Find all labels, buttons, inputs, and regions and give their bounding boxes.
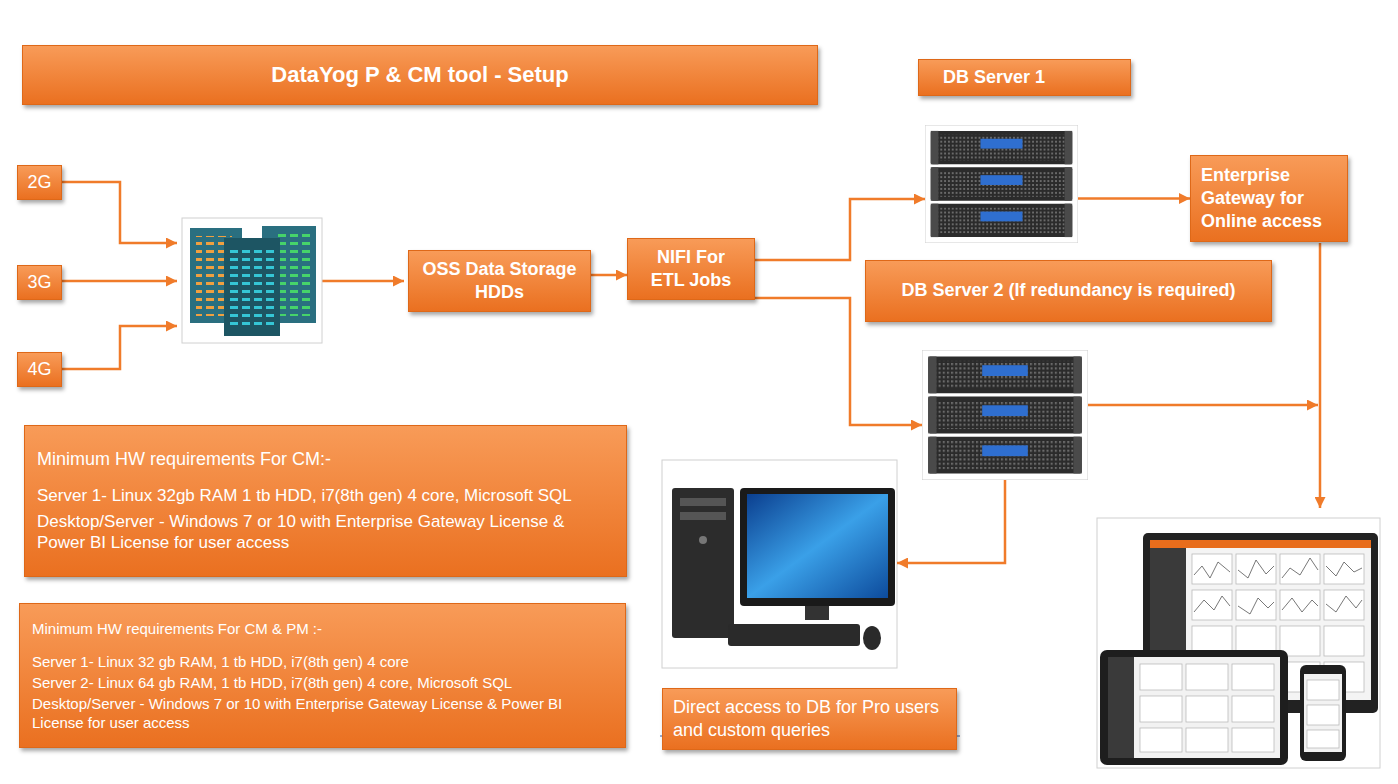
phone-chart <box>1307 705 1339 725</box>
image-frame <box>182 218 322 343</box>
node-text: DB Server 2 (If redundancy is required) <box>880 279 1257 302</box>
node-text: 2G <box>22 171 57 194</box>
db-server-node: DB Server 1 <box>925 125 1078 243</box>
cabinet-leds <box>276 234 312 316</box>
server-cluster <box>182 218 322 343</box>
network-tag: 4G <box>17 352 62 387</box>
flow-connector <box>897 480 1005 563</box>
node-text: Direct access to DB for Pro users and cu… <box>673 696 946 742</box>
gateway-box: Enterprise Gateway for Online access <box>1190 155 1348 242</box>
node-text: Server 1- Linux 32 gb RAM, 1 tb HDD, i7(… <box>32 652 613 671</box>
feed-line <box>62 182 177 243</box>
tower <box>672 488 734 638</box>
flow-connector <box>755 199 925 260</box>
phone <box>1300 665 1346 761</box>
dashboard-devices <box>1097 518 1380 768</box>
requirements-box: Minimum HW requirements For CM & PM :- Se… <box>19 603 626 748</box>
chart-traces <box>1194 558 1362 614</box>
feed-line <box>1319 243 1322 508</box>
node-label-box: DB Server 1 <box>918 59 1131 96</box>
node-text: 3G <box>22 271 57 294</box>
storage-box: OSS Data Storage HDDs <box>408 250 591 312</box>
dashboard-topbar <box>1150 540 1371 548</box>
feed-line <box>62 280 177 283</box>
mouse <box>863 626 881 650</box>
monitor-screen <box>747 494 888 598</box>
node-text: OSS Data Storage HDDs <box>421 258 578 304</box>
tower-bay <box>680 512 726 520</box>
requirements-box: Minimum HW requirements For CM:- Server 1… <box>24 425 627 577</box>
node-text: Desktop/Server - Windows 7 or 10 with En… <box>37 511 614 555</box>
flow-connector <box>1078 197 1190 200</box>
cabinet-leds <box>230 246 274 330</box>
node-text: Server 2- Linux 64 gb RAM, 1 tb HDD, i7(… <box>32 673 613 692</box>
node-label-box: DB Server 2 (If redundancy is required) <box>865 260 1272 322</box>
phone-screen <box>1304 674 1342 752</box>
power-button <box>699 536 707 544</box>
phone-chart <box>1307 680 1339 700</box>
title-banner: DataYog P & CM tool - Setup <box>22 45 818 105</box>
monitor <box>740 488 895 606</box>
node-text: 4G <box>22 358 57 381</box>
network-tag: 2G <box>17 165 62 200</box>
rack-server <box>922 350 1088 480</box>
flow-connector <box>591 274 627 277</box>
node-text: Enterprise Gateway for Online access <box>1201 164 1337 233</box>
node-text: NIFI For ETL Jobs <box>638 246 744 292</box>
box-heading: Minimum HW requirements For CM & PM :- <box>32 619 613 638</box>
rack-server <box>925 125 1078 243</box>
tablet-charts <box>1140 664 1274 752</box>
monitor-stand <box>805 606 829 620</box>
tablet-sidebar <box>1108 657 1134 758</box>
db-server-node: DB Server 2 (If redundancy is required) <box>922 350 1088 480</box>
node-label-box: Direct access to DB for Pro users and cu… <box>662 688 957 750</box>
tablet-screen <box>1108 657 1280 758</box>
feed-line <box>322 280 404 283</box>
phone-chart <box>1307 730 1339 748</box>
title-text: DataYog P & CM tool - Setup <box>271 62 568 88</box>
image-frame <box>1097 518 1380 768</box>
node-text: DB Server 1 <box>943 66 1106 89</box>
image-frame <box>662 460 897 668</box>
cabinet <box>224 238 280 336</box>
feed-line <box>1088 404 1318 407</box>
tower-bay <box>680 498 726 506</box>
node-text: Server 1- Linux 32gb RAM 1 tb HDD, i7(8t… <box>37 485 614 507</box>
network-tag: 3G <box>17 265 62 300</box>
etl-box: NIFI For ETL Jobs <box>627 238 755 300</box>
node-text: Desktop/Server - Windows 7 or 10 with En… <box>32 694 613 732</box>
feed-line <box>62 326 177 369</box>
tablet <box>1100 650 1288 765</box>
box-heading: Minimum HW requirements For CM:- <box>37 448 614 471</box>
keyboard <box>728 624 860 646</box>
workstation-node: Direct access to DB for Pro users and cu… <box>662 460 897 668</box>
